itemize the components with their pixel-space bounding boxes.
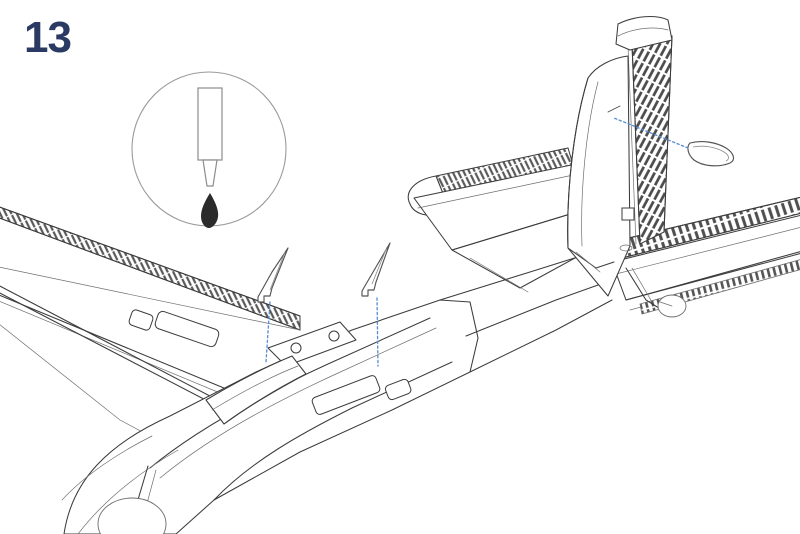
fuselage-strake-left <box>257 247 289 303</box>
left-wing-chord-line <box>0 266 301 331</box>
right-wing-panel <box>611 214 800 301</box>
fin-inner-panel <box>581 81 599 247</box>
fin-base-boss <box>619 244 633 252</box>
fuselage-side-panel <box>213 361 453 501</box>
fin-base-joint <box>567 247 615 269</box>
left-wing-hatch-large <box>154 310 220 348</box>
gear-axle-right <box>659 301 673 307</box>
fin-surface <box>567 55 631 297</box>
fuselage-tailcone-bottom <box>469 299 613 373</box>
left-wing <box>0 206 301 399</box>
fin-mount-plate <box>267 321 357 367</box>
glue-bottle-body <box>197 87 223 161</box>
mount-hole-left <box>290 342 302 354</box>
step-number: 13 <box>24 13 72 62</box>
fin-mount-slot <box>621 207 635 221</box>
glue-bottle-nozzle <box>202 159 218 187</box>
wheel-left <box>97 497 167 534</box>
left-wing-trailing-edge <box>0 217 301 331</box>
fuselage-hatch-long <box>311 375 381 415</box>
fin-base-joint-2 <box>575 251 601 273</box>
wing-root-fairing-line <box>211 365 299 411</box>
rudder-hinge-line <box>627 45 637 245</box>
left-wing-upper-edge <box>0 206 301 317</box>
fuselage-tailcone-mid <box>465 279 613 337</box>
rudder-rib-panel <box>631 35 673 245</box>
guide-line-fin-right <box>376 297 379 367</box>
rudder-trailing-edge <box>663 35 673 233</box>
fin-cap-seam <box>617 27 669 37</box>
fuselage-body <box>63 299 479 534</box>
fuselage-strake-right <box>361 242 391 297</box>
right-wing-rib-band-lower <box>613 212 800 261</box>
landing-gear-right <box>625 267 687 318</box>
right-wing-panel-line <box>615 227 800 275</box>
left-wing-hatch-small <box>128 309 154 331</box>
fuselage-cabin-line-2 <box>159 327 437 479</box>
rudder-leading-edge <box>631 43 641 245</box>
stabilizer-underside <box>469 257 529 293</box>
vertical-stabilizer-fairing <box>687 141 735 167</box>
fuselage-nose-ring-2 <box>77 449 179 534</box>
guide-line-fin-left <box>265 301 271 363</box>
fin-fairing-seat-mark <box>607 105 621 113</box>
wing-root-fairing-rear <box>223 373 307 425</box>
stabilizer-hinge-line <box>417 173 579 209</box>
strake-left-body <box>257 247 289 303</box>
wing-root-fairing <box>205 355 307 425</box>
fuselage-nose-ring <box>61 435 153 501</box>
glue-drop <box>201 193 219 228</box>
mount-hole-right <box>328 330 340 342</box>
left-wing-leading-edge <box>0 294 237 394</box>
strake-left-inner-line <box>269 251 286 291</box>
stabilizer-root-edge <box>451 207 591 251</box>
fin-leading-edge <box>567 77 589 249</box>
strut-left-edge <box>0 285 251 418</box>
guide-line-tail-fairing <box>613 117 689 149</box>
left-wing-panel-line-a <box>0 301 233 399</box>
fuselage-hatch-small <box>384 378 412 401</box>
strake-right-inner-line <box>371 246 388 285</box>
tail-fairing-inner-edge <box>692 145 729 162</box>
gear-strut-right-b <box>631 267 653 303</box>
fuselage <box>61 249 613 534</box>
glue-detail-inset <box>131 71 287 228</box>
right-wing-lower-edge <box>625 253 800 301</box>
horizontal-stabilizer <box>407 147 591 293</box>
vertical-stabilizer <box>567 15 673 297</box>
gear-strut-right <box>625 267 663 311</box>
stabilizer-fillet-down <box>451 249 587 289</box>
landing-gear-left <box>97 465 167 534</box>
fin-cap <box>615 15 673 51</box>
